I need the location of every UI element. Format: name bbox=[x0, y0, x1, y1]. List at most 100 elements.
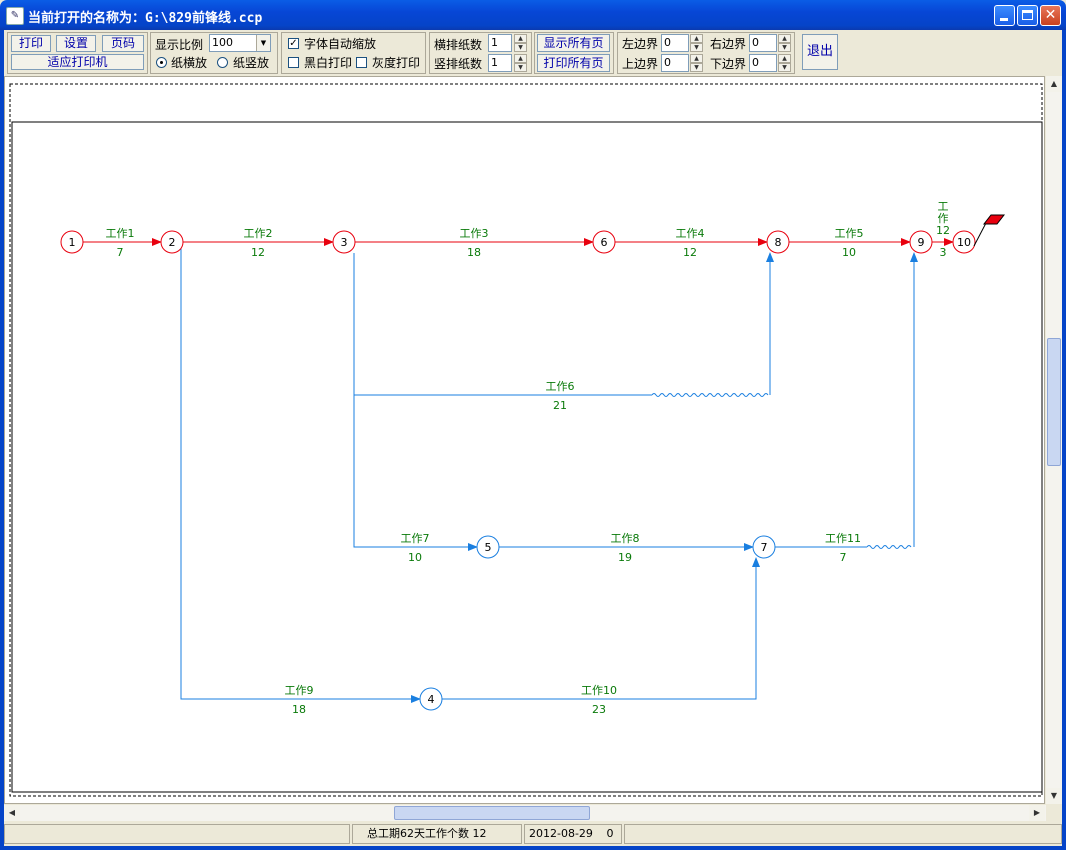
gray-print-label: 灰度打印 bbox=[372, 56, 421, 70]
top-margin-label: 上边界 bbox=[622, 57, 659, 71]
status-date-panel: 2012-08-29 0 bbox=[524, 824, 622, 844]
close-button[interactable]: ✕ bbox=[1040, 5, 1061, 26]
portrait-radio[interactable] bbox=[217, 57, 228, 68]
network-node[interactable]: 10 bbox=[952, 230, 976, 254]
node-number: 5 bbox=[485, 541, 492, 554]
activity-arrow[interactable] bbox=[354, 252, 774, 397]
print-button[interactable]: 打印 bbox=[11, 35, 51, 52]
network-node[interactable]: 3 bbox=[332, 230, 356, 254]
gray-print-checkbox[interactable] bbox=[356, 57, 367, 68]
activity-line[interactable] bbox=[442, 557, 760, 700]
bottom-margin-up[interactable]: ▲ bbox=[778, 54, 791, 63]
node-circle[interactable] bbox=[332, 230, 356, 254]
node-circle[interactable] bbox=[752, 535, 776, 559]
activity-arrow[interactable] bbox=[180, 242, 421, 703]
right-margin-up[interactable]: ▲ bbox=[778, 34, 791, 43]
v-pages-up[interactable]: ▲ bbox=[514, 54, 527, 63]
status-bar: 总工期62天工作个数 12 2012-08-29 0 bbox=[4, 822, 1062, 846]
node-number: 9 bbox=[918, 236, 925, 249]
exit-button[interactable]: 退出 bbox=[802, 34, 838, 70]
top-margin-down[interactable]: ▼ bbox=[690, 63, 703, 72]
activity-name: 工作6 bbox=[546, 380, 575, 393]
activity-line[interactable] bbox=[180, 242, 421, 703]
zoom-select[interactable]: 100 ▼ bbox=[209, 34, 271, 52]
scroll-down-icon[interactable]: ▼ bbox=[1046, 788, 1062, 804]
v-pages-down[interactable]: ▼ bbox=[514, 63, 527, 72]
node-circle[interactable] bbox=[419, 687, 443, 711]
bottom-margin-down[interactable]: ▼ bbox=[778, 63, 791, 72]
horizontal-scroll-thumb[interactable] bbox=[394, 806, 590, 820]
network-node[interactable]: 4 bbox=[419, 687, 443, 711]
status-panel-empty bbox=[4, 824, 350, 844]
node-circle[interactable] bbox=[909, 230, 933, 254]
top-margin-input[interactable]: 0 bbox=[661, 54, 689, 72]
activity-arrow[interactable] bbox=[775, 252, 918, 549]
activity-duration: 7 bbox=[117, 246, 124, 259]
h-pages-label: 横排纸数 bbox=[434, 38, 483, 52]
node-circle[interactable] bbox=[60, 230, 84, 254]
chevron-down-icon[interactable]: ▼ bbox=[256, 35, 270, 51]
h-pages-up[interactable]: ▲ bbox=[514, 34, 527, 43]
print-group: 打印 设置 页码 适应打印机 bbox=[7, 32, 148, 74]
bottom-margin-input[interactable]: 0 bbox=[749, 54, 777, 72]
free-float-wave bbox=[866, 545, 912, 549]
left-margin-input[interactable]: 0 bbox=[661, 34, 689, 52]
maximize-button[interactable] bbox=[1017, 5, 1038, 26]
top-margin-up[interactable]: ▲ bbox=[690, 54, 703, 63]
node-circle[interactable] bbox=[592, 230, 616, 254]
network-node[interactable]: 1 bbox=[60, 230, 84, 254]
fit-printer-button[interactable]: 适应打印机 bbox=[11, 54, 144, 70]
print-all-pages-button[interactable]: 打印所有页 bbox=[537, 54, 610, 72]
right-margin-input[interactable]: 0 bbox=[749, 34, 777, 52]
scroll-right-icon[interactable]: ▶ bbox=[1029, 805, 1045, 821]
landscape-radio[interactable] bbox=[156, 57, 167, 68]
window-border-bottom bbox=[0, 846, 1066, 850]
v-pages-label: 竖排纸数 bbox=[434, 57, 483, 71]
status-date: 2012-08-29 bbox=[529, 827, 593, 840]
vertical-scroll-thumb[interactable] bbox=[1047, 338, 1061, 466]
network-node[interactable]: 7 bbox=[752, 535, 776, 559]
network-node[interactable]: 6 bbox=[592, 230, 616, 254]
node-circle[interactable] bbox=[476, 535, 500, 559]
network-node[interactable]: 2 bbox=[160, 230, 184, 254]
activity-arrow[interactable] bbox=[442, 557, 760, 700]
horizontal-scrollbar[interactable]: ◀ ▶ bbox=[4, 805, 1046, 821]
window-border-right bbox=[1062, 30, 1066, 850]
scroll-up-icon[interactable]: ▲ bbox=[1046, 76, 1062, 92]
app-icon: ✎ bbox=[6, 7, 24, 25]
maximize-icon bbox=[1022, 10, 1033, 20]
vertical-scrollbar[interactable]: ▲ ▼ bbox=[1046, 76, 1062, 804]
network-node[interactable]: 5 bbox=[476, 535, 500, 559]
node-circle[interactable] bbox=[766, 230, 790, 254]
left-margin-up[interactable]: ▲ bbox=[690, 34, 703, 43]
free-float-wave bbox=[651, 393, 769, 397]
status-summary: 总工期62天工作个数 12 bbox=[352, 824, 522, 844]
activity-line[interactable] bbox=[353, 253, 478, 551]
h-pages-input[interactable]: 1 bbox=[488, 34, 512, 52]
minimize-button[interactable] bbox=[994, 5, 1015, 26]
node-circle[interactable] bbox=[952, 230, 976, 254]
activity-duration: 3 bbox=[940, 246, 947, 259]
node-number: 4 bbox=[428, 693, 435, 706]
auto-font-checkbox[interactable]: ✓ bbox=[288, 38, 299, 49]
setup-button[interactable]: 设置 bbox=[56, 35, 96, 52]
bw-print-checkbox[interactable] bbox=[288, 57, 299, 68]
network-node[interactable]: 9 bbox=[909, 230, 933, 254]
activity-arrow[interactable] bbox=[353, 253, 478, 551]
bottom-margin-label: 下边界 bbox=[710, 57, 747, 71]
node-circle[interactable] bbox=[160, 230, 184, 254]
activity-duration: 10 bbox=[408, 551, 422, 564]
v-pages-input[interactable]: 1 bbox=[488, 54, 512, 72]
page-number-button[interactable]: 页码 bbox=[102, 35, 144, 52]
show-all-pages-button[interactable]: 显示所有页 bbox=[537, 34, 610, 52]
node-number: 3 bbox=[341, 236, 348, 249]
scroll-left-icon[interactable]: ◀ bbox=[4, 805, 20, 821]
h-pages-down[interactable]: ▼ bbox=[514, 43, 527, 52]
right-margin-down[interactable]: ▼ bbox=[778, 43, 791, 52]
activity-name: 工作8 bbox=[611, 532, 640, 545]
activity-duration: 12 bbox=[251, 246, 265, 259]
window-border-left bbox=[0, 30, 4, 850]
network-node[interactable]: 8 bbox=[766, 230, 790, 254]
left-margin-down[interactable]: ▼ bbox=[690, 43, 703, 52]
